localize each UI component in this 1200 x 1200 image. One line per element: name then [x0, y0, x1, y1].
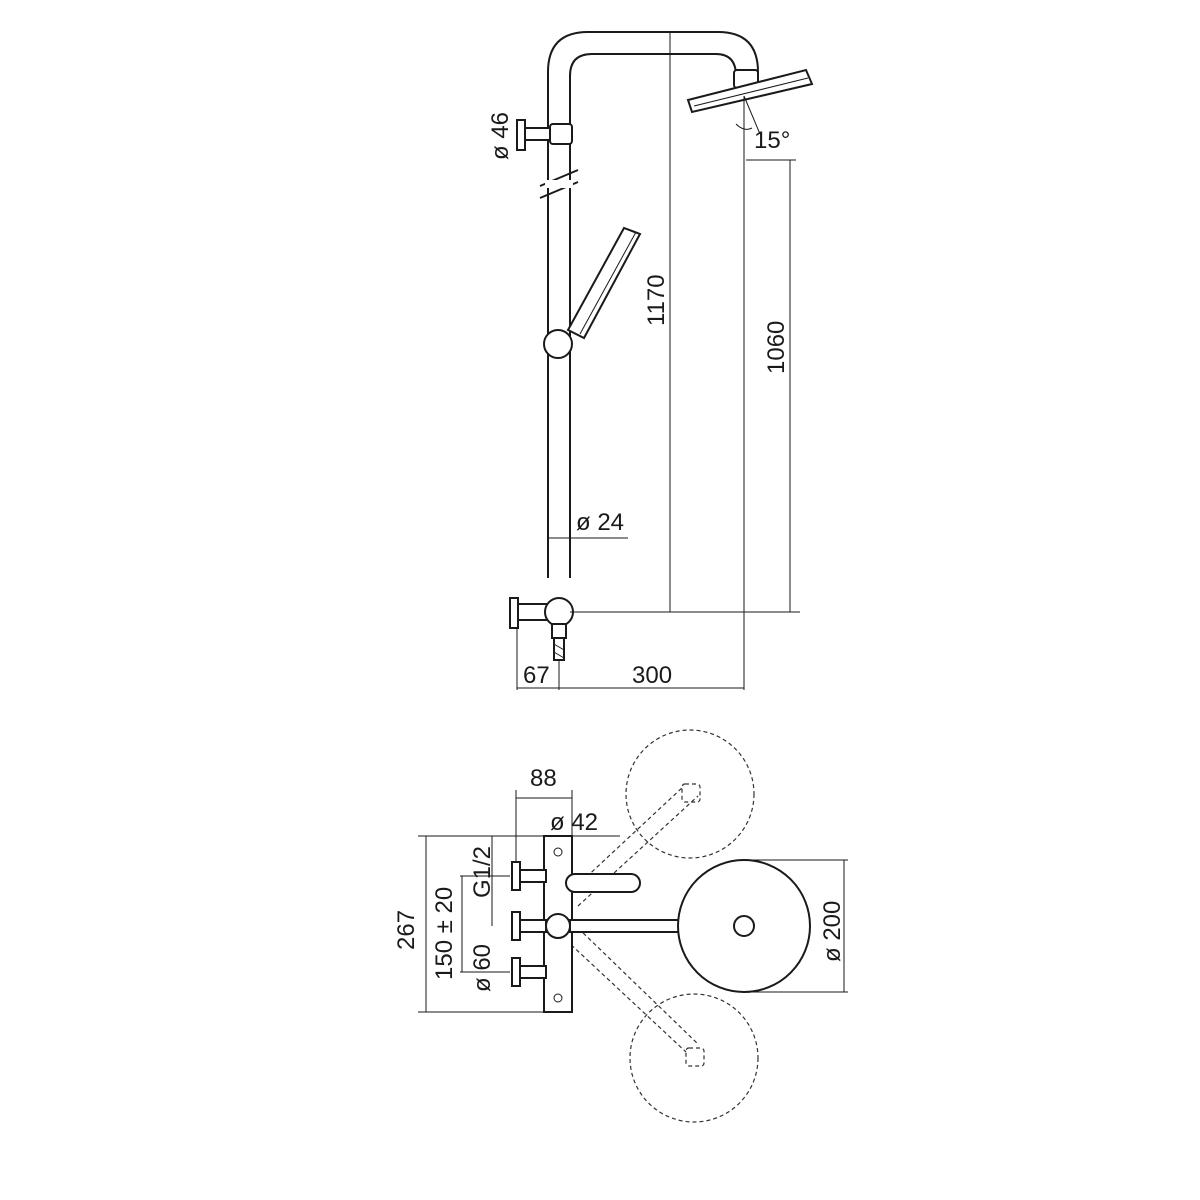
- valve-depth-label: 88: [530, 765, 557, 792]
- center-distance-label: 150 ± 20: [431, 887, 458, 980]
- top-view: 88 ø 42 G1/2 267 150 ± 20 ø 60 ø 200: [393, 729, 848, 1123]
- wall-bracket-top: [516, 119, 573, 151]
- head-diameter-label: ø 200: [819, 901, 846, 962]
- riser-pipe-outer: [547, 31, 759, 578]
- wall-offset-label: 67: [523, 662, 550, 689]
- front-dimensions: [516, 32, 800, 690]
- handle-diameter-label: ø 60: [469, 944, 496, 992]
- top-bar: [565, 873, 641, 893]
- bar-diameter-label: ø 24: [576, 509, 624, 536]
- front-view: ø 46 15° 1170 1060 ø 24 67 300: [487, 31, 814, 690]
- total-height-label: 1170: [643, 274, 670, 326]
- mixer-valve: [509, 597, 574, 661]
- head-height-label: 1060: [763, 321, 790, 374]
- thread-label: G1/2: [469, 846, 496, 898]
- top-dimensions: [418, 790, 848, 1013]
- arm-reach-label: 300: [632, 662, 672, 689]
- arm-diameter-label: ø 46: [487, 112, 514, 160]
- head-position-upper: [625, 729, 755, 859]
- height-total-label: 267: [393, 910, 420, 950]
- hand-shower: [543, 226, 642, 359]
- knob-diameter-label: ø 42: [550, 809, 598, 836]
- shower-head: [686, 68, 814, 135]
- riser-pipe-inner: [569, 53, 737, 578]
- head-position-lower: [629, 993, 759, 1123]
- head-tilt-label: 15°: [754, 127, 790, 154]
- break-gap: [545, 180, 573, 188]
- slide-holder: [543, 329, 573, 359]
